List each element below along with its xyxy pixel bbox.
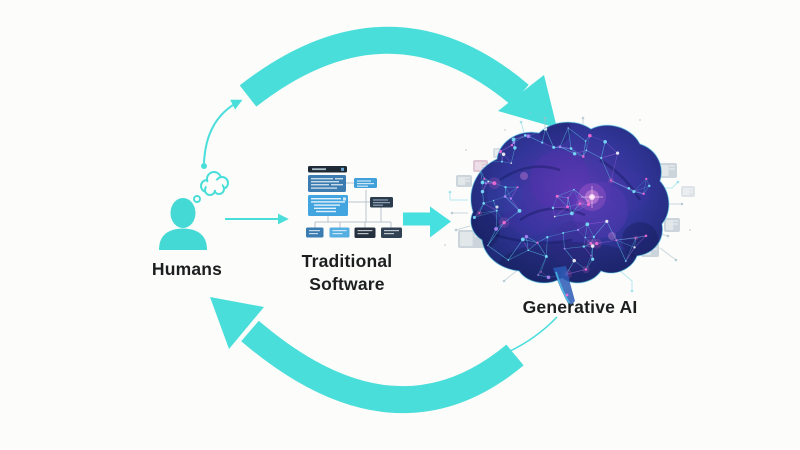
glow-flare	[495, 172, 616, 240]
flowchart-box	[381, 227, 402, 238]
ai-to-cycle-connector	[507, 316, 558, 353]
flowchart-box	[354, 227, 376, 238]
cycle-arrow-top	[239, 26, 557, 128]
circuit-chip-icon	[664, 218, 680, 232]
traditional-software-label: Traditional Software	[301, 251, 393, 295]
flowchart-header-bar	[308, 166, 347, 173]
software-to-ai-arrow	[403, 206, 451, 238]
generative-ai-label: Generative AI	[522, 297, 638, 317]
brain-stem	[553, 266, 575, 307]
person-icon	[159, 198, 207, 250]
flowchart-box	[329, 227, 350, 238]
human-thought-to-cycle-arrow	[201, 99, 243, 169]
flowchart-box	[308, 175, 346, 192]
brain-texture	[470, 122, 658, 283]
circuit-chip-icon	[658, 163, 677, 178]
thought-bubble-icon	[193, 171, 229, 203]
circuit-chip-icon	[681, 186, 695, 197]
flowchart-graphic	[306, 166, 402, 238]
brain-graphic	[444, 112, 695, 307]
flowchart-box	[306, 227, 324, 238]
circuit-chip-icon	[456, 175, 472, 187]
flowchart-connectors	[314, 182, 392, 228]
humans-label: Humans	[151, 259, 223, 279]
cycle-arrow-bottom	[210, 297, 524, 414]
